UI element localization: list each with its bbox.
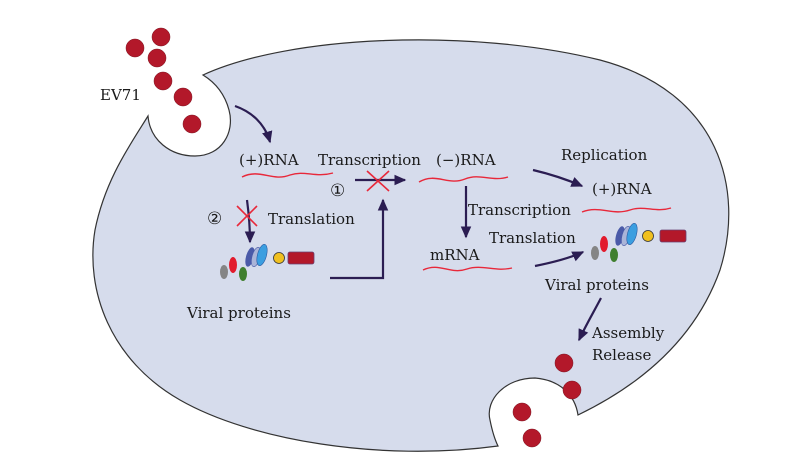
minus-rna-strand — [418, 176, 509, 183]
block-mark-transcription — [366, 170, 390, 192]
label-plus-rna-2: (+)RNA — [592, 180, 652, 198]
label-mrna: mRNA — [430, 246, 480, 264]
arrow-proteins-to-transcription — [330, 198, 389, 280]
label-transcription-1: Transcription — [318, 151, 421, 169]
mrna-strand — [422, 266, 513, 272]
plus-rna-strand-2 — [581, 207, 672, 213]
arrow-entry — [234, 104, 273, 144]
plus-rna-strand-1 — [241, 172, 334, 178]
virion — [512, 402, 532, 422]
virion — [151, 27, 171, 47]
virion — [554, 353, 574, 373]
virion — [562, 380, 582, 400]
arrow-assembly — [578, 297, 602, 342]
virion — [173, 87, 193, 107]
label-step-1: ① — [330, 181, 345, 201]
label-step-2: ② — [207, 209, 222, 229]
label-viral-proteins-2: Viral proteins — [544, 276, 649, 294]
label-viral-proteins-1: Viral proteins — [186, 304, 291, 322]
host-cell — [92, 39, 730, 452]
arrow-translation-1 — [244, 199, 256, 244]
viral-proteins-icon-2 — [591, 223, 687, 262]
label-plus-rna-1: (+)RNA — [239, 151, 299, 169]
virion — [522, 428, 542, 448]
virion — [153, 71, 173, 91]
label-assembly: Assembly — [591, 324, 665, 342]
virion — [125, 38, 145, 58]
virion — [182, 114, 202, 134]
arrow-replication — [532, 168, 584, 188]
label-transcription-2: Transcription — [468, 201, 571, 219]
viral-proteins-icon-1 — [220, 244, 315, 281]
label-translation-1: Translation — [268, 210, 355, 228]
label-release: Release — [592, 346, 651, 364]
arrow-translation-2 — [534, 251, 585, 268]
label-translation-2: Translation — [489, 229, 576, 247]
virions-entering — [125, 27, 202, 134]
label-minus-rna: (−)RNA — [436, 151, 496, 169]
label-ev71: EV71 — [100, 86, 141, 104]
virion — [147, 48, 167, 68]
virions-released — [512, 353, 582, 448]
block-mark-translation — [236, 205, 258, 227]
label-replication: Replication — [561, 146, 648, 164]
